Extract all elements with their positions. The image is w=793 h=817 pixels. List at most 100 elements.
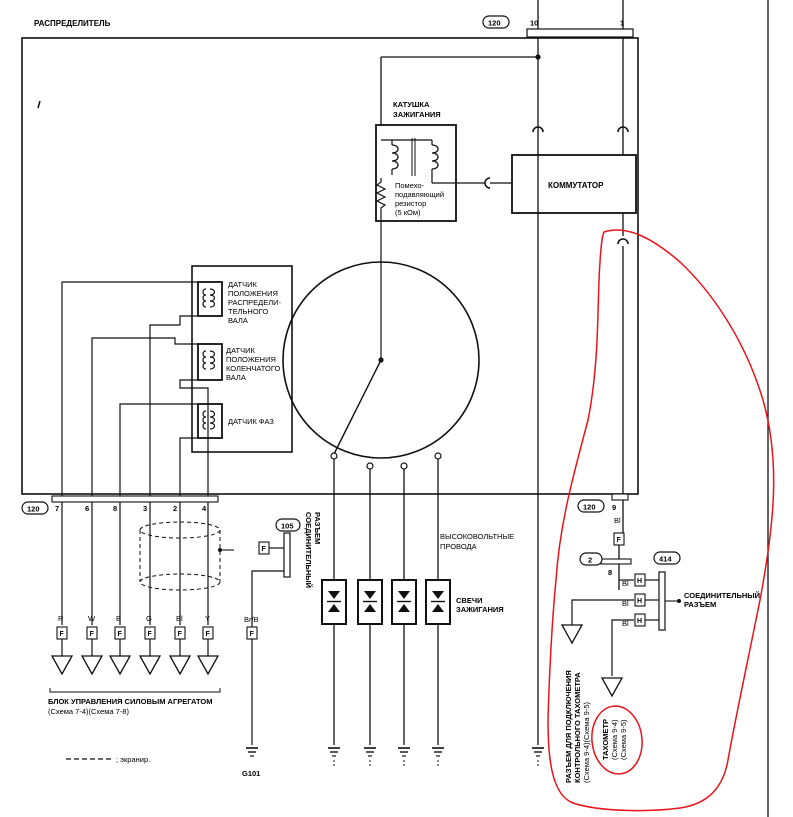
phase-sensor-icon (197, 403, 223, 439)
pin-3: 3 (143, 504, 147, 513)
coil-secondary-icon (431, 144, 439, 170)
pin-1: 1 (620, 19, 624, 28)
wire-color-bl-1: Bl (622, 579, 629, 588)
connector-2-strip (600, 558, 632, 565)
spark-plugs-label-1: СВЕЧИ (456, 596, 483, 605)
pcm-label-1: БЛОК УПРАВЛЕНИЯ СИЛОВЫМ АГРЕГАТОМ (48, 697, 213, 706)
red-outline-annotation (547, 229, 775, 812)
resistor-label-2: подавляющий (395, 190, 444, 199)
coil-primary-icon (391, 144, 399, 170)
crankshaft-label-2: ПОЛОЖЕНИЯ (226, 355, 276, 364)
wire-color-bl: Bl (176, 614, 183, 623)
f-label-105: F (262, 546, 267, 553)
connector-414-id: 414 (659, 555, 672, 564)
ground-g101-label: G101 (242, 769, 260, 778)
pin-8: 8 (113, 504, 117, 513)
connector-414-badge (653, 551, 681, 565)
sensors-box (191, 265, 293, 453)
crossover-coil-commutator (484, 177, 491, 189)
connector-120-right-id: 120 (583, 503, 596, 512)
joint-connector-105 (283, 532, 291, 578)
camshaft-label-4: ТЕЛЬНОГО (228, 307, 268, 316)
connector-120-top-badge (482, 15, 510, 29)
commutator-label: КОММУТАТОР (548, 181, 604, 190)
camshaft-label-3: РАСПРЕДЕЛИ- (228, 298, 282, 307)
connector-120-right-strip (611, 493, 629, 501)
pcm-input-triangles (51, 655, 219, 675)
tach-connector-label-1: РАЗЪЕМ ДЛЯ ПОДКЛЮЧЕНИЯ (564, 670, 573, 783)
tach-connector-triangle (561, 624, 583, 644)
f-label: F (206, 631, 211, 638)
pin-2: 2 (173, 504, 177, 513)
wire-color-g: G (146, 614, 152, 623)
tach-connector-label-2: КОНТРОЛЬНОГО ТАХОМЕТРА (573, 672, 582, 783)
joint-connector-414 (658, 571, 666, 631)
pcm-bracket (49, 688, 221, 693)
wire-color-y: Y (205, 614, 210, 623)
h-label: H (637, 578, 642, 585)
tachometer-label-2: (Схема 9-4) (610, 719, 619, 760)
f-label: F (148, 631, 153, 638)
coil-label-1: КАТУШКА (393, 100, 430, 109)
connector-120-right-badge (577, 499, 605, 513)
ignition-coil-box (375, 124, 457, 222)
tachometer-triangle (601, 677, 623, 697)
resistor-label-3: резистор (395, 199, 426, 208)
crankshaft-sensor-icon (197, 343, 223, 381)
hv-wires-label-1: ВЫСОКОВОЛЬТНЫЕ (440, 532, 514, 541)
rotor-circle (282, 261, 480, 459)
connector-120-top-id: 120 (488, 19, 501, 28)
joint-connector-414-label-1: СОЕДИНИТЕЛЬНЫЙ (684, 591, 760, 600)
camshaft-label-5: ВАЛА (228, 316, 248, 325)
f-label: F (60, 631, 65, 638)
legend-shield-label: ; экранир. (116, 755, 150, 764)
f-label: F (178, 631, 183, 638)
camshaft-sensor-icon (197, 281, 223, 317)
connector-2-badge (579, 552, 603, 566)
h-label: H (637, 598, 642, 605)
resistor-label-4: (5 кОм) (395, 208, 421, 217)
tachometer-label-1: ТАХОМЕТР (601, 719, 610, 760)
connector-105-badge (275, 518, 301, 532)
wire-color-bl-2: Bl (622, 599, 629, 608)
connector-105-id: 105 (281, 522, 294, 531)
stray-mark (37, 100, 41, 109)
wire-color-br-b: Br/B (244, 615, 259, 624)
wire-color-w: W (88, 614, 96, 623)
pin-10: 10 (530, 19, 538, 28)
connector-120-left-strip (51, 495, 219, 503)
pin-7: 7 (55, 504, 59, 513)
tach-connector-label-3: (Схема 9-4)(Схема 9-5) (582, 701, 591, 783)
spark-plugs (321, 579, 451, 625)
f-label: F (90, 631, 95, 638)
joint-connector-label-2: РАЗЪЕМ (313, 512, 322, 544)
f-label-g101: F (250, 631, 255, 638)
spark-plugs-label-2: ЗАЖИГАНИЯ (456, 605, 504, 614)
tachometer-label-3: (Схема 9-5) (619, 719, 628, 760)
red-tachometer-circle (591, 705, 643, 775)
crankshaft-label-1: ДАТЧИК (226, 346, 255, 355)
commutator-box (511, 154, 637, 214)
pin-9: 9 (612, 503, 616, 512)
distributor-box (21, 37, 639, 495)
pin-4: 4 (202, 504, 207, 513)
wire-color-bl-9: Bl (614, 516, 621, 525)
connector-2-id: 2 (588, 556, 592, 565)
distributor-title: РАСПРЕДЕЛИТЕЛЬ (34, 19, 111, 28)
f-label: F (118, 631, 123, 638)
resistor-label-1: Помехо- (395, 181, 425, 190)
wire-color-b: B (116, 614, 121, 623)
joint-connector-label-1: СОЕДИНИТЕЛЬНЫЙ (304, 512, 313, 588)
camshaft-label-2: ПОЛОЖЕНИЯ (228, 289, 278, 298)
wire-color-r: R (58, 614, 64, 623)
crankshaft-label-3: КОЛЕНЧАТОГО (226, 364, 281, 373)
pin-8-joint: 8 (608, 568, 612, 577)
rotor-arm (333, 359, 382, 455)
coil-label-2: ЗАЖИГАНИЯ (393, 110, 441, 119)
resistor-icon (375, 178, 387, 360)
pcm-f-connectors (56, 626, 214, 640)
crankshaft-label-4: ВАЛА (226, 373, 246, 382)
pcm-label-2: (Схема 7-4)(Схема 7-8) (48, 707, 130, 716)
connector-120-top-strip (526, 28, 634, 38)
